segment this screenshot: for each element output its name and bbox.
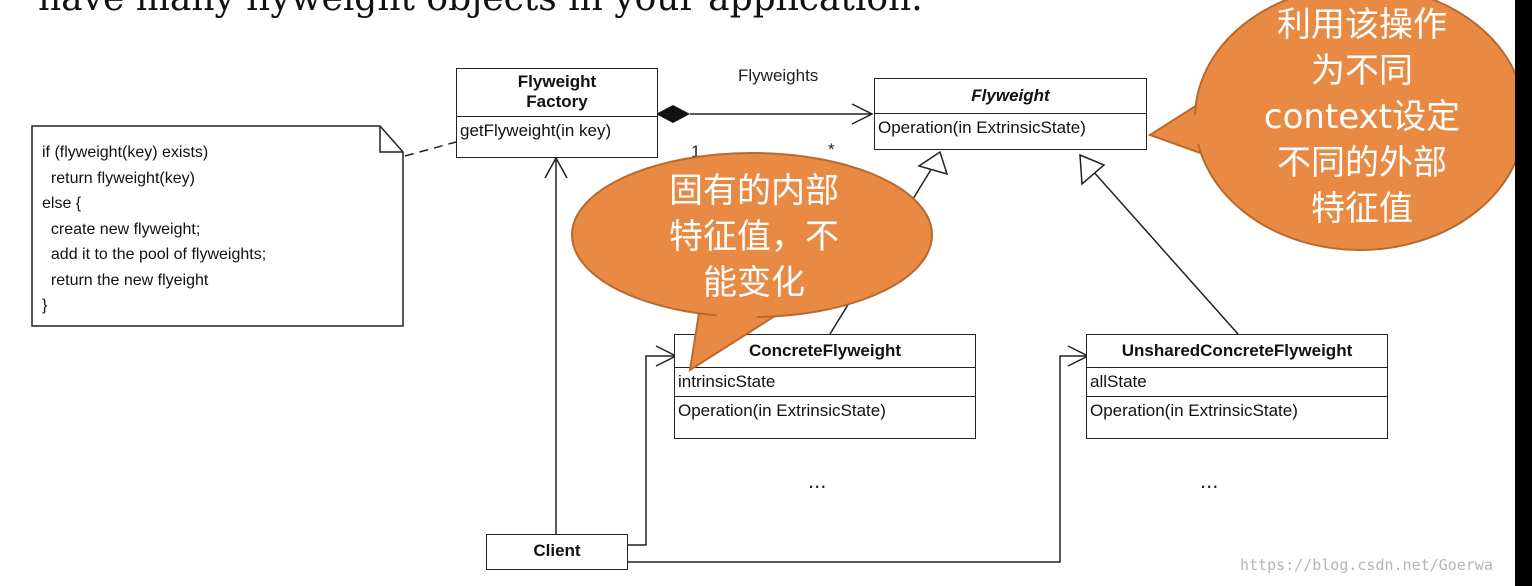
aggregation-diamond (656, 105, 690, 123)
client-class: Client (486, 534, 628, 570)
aggregation-arrowhead (851, 103, 874, 125)
ellipsis-concrete: ... (808, 468, 827, 493)
concrete-generalization-head (917, 150, 949, 176)
client-factory-arrowhead (544, 156, 568, 179)
unshared-generalization-line (1091, 169, 1239, 335)
flyweight-factory-class: Flyweight Factory getFlyweight(in key) (456, 68, 658, 158)
flyweight-class: Flyweight Operation(in ExtrinsicState) (874, 78, 1147, 150)
client-unshared-line (628, 355, 1088, 563)
multiplicity-left: 1 (691, 142, 701, 161)
watermark: https://blog.csdn.net/Goerwa (1240, 556, 1493, 574)
unshared-generalization-head (1079, 153, 1106, 186)
flyweight-title: Flyweight (875, 79, 1146, 114)
client-title: Client (533, 541, 581, 560)
note-link (404, 141, 457, 157)
flyweight-factory-title-line1: Flyweight (517, 72, 597, 91)
callout-extrinsic-tail-cover (1160, 105, 1222, 150)
note-shape (31, 125, 404, 327)
client-concrete-line (628, 355, 676, 546)
concrete-flyweight-attribute: intrinsicState (675, 368, 975, 397)
flyweight-factory-title: Flyweight Factory (457, 69, 657, 117)
concrete-flyweight-title: ConcreteFlyweight (675, 335, 975, 368)
unshared-flyweight-attribute: allState (1087, 368, 1387, 397)
note-fold (379, 126, 403, 153)
unshared-flyweight-class: UnsharedConcreteFlyweight allState Opera… (1086, 334, 1388, 439)
unshared-flyweight-method: Operation(in ExtrinsicState) (1090, 401, 1298, 420)
flyweight-factory-title-line2: Factory (526, 92, 588, 111)
concrete-flyweight-class: ConcreteFlyweight intrinsicState Operati… (674, 334, 976, 439)
concrete-flyweight-method: Operation(in ExtrinsicState) (678, 401, 886, 420)
multiplicity-right: * (828, 140, 835, 159)
callout-intrinsic-text: 固有的内部 特征值，不 能变化 (669, 171, 839, 303)
association-label: Flyweights (738, 66, 819, 85)
note-text: if (flyweight(key) exists) return flywei… (42, 144, 267, 314)
callout-intrinsic-tail-cover (705, 300, 780, 350)
flyweight-factory-method: getFlyweight(in key) (460, 121, 612, 140)
callout-extrinsic-text: 利用该操作 为不同 context设定 不同的外部 特征值 (1263, 5, 1461, 229)
unshared-flyweight-title: UnsharedConcreteFlyweight (1087, 335, 1387, 368)
ellipsis-unshared: ... (1200, 468, 1219, 493)
page-heading: have many flyweight objects in your appl… (38, 0, 923, 19)
right-edge-bar (1515, 0, 1532, 586)
flyweight-method: Operation(in ExtrinsicState) (878, 118, 1086, 137)
